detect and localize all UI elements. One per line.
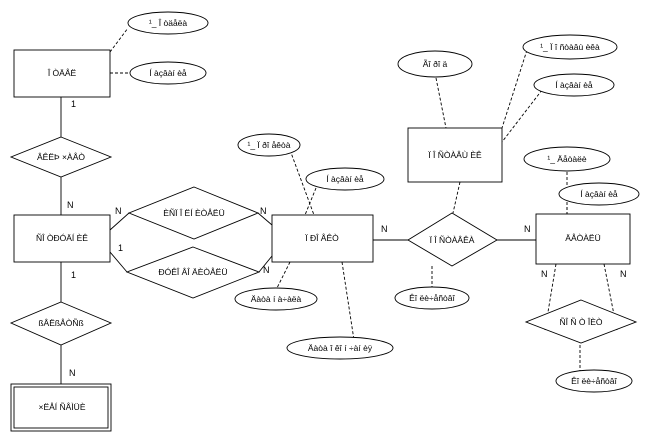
card-e2-r2: N — [115, 206, 122, 216]
attr-detal-key[interactable] — [523, 146, 611, 172]
card-e6-r6-right: N — [620, 269, 627, 279]
card-e4-r5: N — [381, 224, 388, 234]
relationship-yavlyaetsya-label: ßÂËßÅÒÑß — [38, 318, 83, 328]
relationship-postavka[interactable] — [407, 212, 498, 267]
entity-proekt[interactable] — [271, 214, 374, 263]
card-e6-r5: N — [524, 224, 531, 234]
attr-proekt-start-label: Äàòà í à÷àëà — [251, 294, 302, 304]
attr-sostoit-qty[interactable] — [555, 369, 633, 393]
link-e4-name — [304, 187, 317, 216]
attr-proekt-key[interactable] — [237, 133, 301, 157]
attr-postavshik-name[interactable] — [533, 73, 615, 97]
relationship-vklyuchaet[interactable] — [9, 136, 113, 178]
attr-proekt-name[interactable] — [305, 167, 385, 191]
entity-otdel-label: Î ÒÄÅË — [47, 68, 77, 78]
card-e2-r3: 1 — [118, 243, 123, 253]
attr-sostoit-qty-label: Êî ëè÷åñòâî — [571, 376, 617, 386]
relationship-vklyuchaet-label: ÂÊËÞ ×ÀÅÒ — [37, 152, 85, 162]
attr-postavshik-city-label: Ãî ðî ä — [423, 59, 448, 69]
link-e5-name — [501, 89, 543, 143]
attr-otdel-name-label: Í àçâàí èå — [149, 68, 187, 78]
relationship-ispolnitel-label: ÈÑÏ Î ËÍ ÈÒÅËÜ — [163, 208, 224, 218]
attr-postavshik-key-label: ¹_ Ï î ñòàâù èêà — [540, 42, 600, 52]
attr-proekt-key-label: ¹_ Ï ðî åêòà — [247, 140, 290, 150]
attr-proekt-end-label: Äàòà î êî í ÷àí èÿ — [308, 343, 373, 353]
card-r4-e3: N — [69, 368, 76, 378]
entity-proekt-label: Ï ÐÎ ÅÊÒ — [305, 233, 339, 243]
link-e1-key — [109, 27, 129, 53]
entity-detal[interactable] — [535, 213, 631, 265]
entity-sotrudnik[interactable] — [13, 214, 111, 263]
attr-postavka-qty[interactable] — [394, 286, 470, 310]
link-r3-e4 — [258, 255, 273, 273]
link-e5-city — [435, 77, 447, 129]
attr-detal-name[interactable] — [558, 182, 640, 206]
attr-detal-name-label: Í àçâàí èå — [580, 189, 618, 199]
card-e2-r4: 1 — [71, 270, 76, 280]
entity-sotrudnik-label: ÑÎ ÒÐÓÄÍ ÈÊ — [36, 233, 88, 243]
attr-proekt-name-label: Í àçâàí èå — [326, 174, 364, 184]
entity-chlen-semi-label: ×ËÅÍ ÑÅÌÜÈ — [38, 402, 85, 412]
card-r1-e2: N — [67, 200, 74, 210]
attr-proekt-end[interactable] — [286, 336, 394, 360]
link-e5-r5 — [452, 181, 461, 214]
attr-postavshik-key[interactable] — [522, 34, 618, 60]
link-e5-key — [501, 49, 528, 129]
link-e4-end — [341, 261, 355, 341]
relationship-sostoit[interactable] — [524, 299, 638, 344]
relationship-sostoit-label: ÑÎ Ñ Ò ÎÈÒ — [560, 317, 603, 327]
card-e1-r1: 1 — [71, 99, 76, 109]
entity-detal-label: ÄÅÒÀËÜ — [565, 233, 600, 243]
card-e4-r2: N — [260, 206, 267, 216]
card-e4-r3: N — [263, 265, 270, 275]
attr-postavshik-city[interactable] — [397, 50, 473, 78]
attr-otdel-key[interactable] — [127, 11, 209, 35]
attr-postavshik-name-label: Í àçâàí èå — [555, 80, 593, 90]
link-e2-r3 — [109, 251, 128, 273]
relationship-yavlyaetsya[interactable] — [9, 301, 113, 346]
attr-detal-key-label: ¹_ Äåòàëè — [547, 154, 586, 164]
entity-postavshik[interactable] — [407, 127, 503, 183]
entity-chlen-semi — [13, 386, 109, 429]
attr-otdel-key-label: ¹_ Î òäåëà — [149, 18, 188, 28]
attr-otdel-name[interactable] — [129, 61, 207, 85]
entity-postavshik-label: Ï Î ÑÒÀÂÙ ÈÊ — [428, 150, 482, 160]
attr-postavka-qty-label: Êî ëè÷åñòâî — [409, 293, 455, 303]
link-e2-r2 — [109, 212, 130, 231]
relationship-postavka-label: Ï Î ÑÒÀÂÊÀ — [430, 235, 475, 245]
attr-proekt-start[interactable] — [234, 287, 318, 311]
link-r2-e4 — [257, 212, 273, 226]
link-e4-start — [275, 261, 291, 291]
entity-otdel[interactable] — [13, 49, 111, 98]
relationship-rukovoditel[interactable] — [125, 246, 261, 299]
relationship-ispolnitel[interactable] — [127, 186, 260, 240]
link-e4-key — [289, 149, 315, 216]
relationship-rukovoditel-label: ÐÓÊÎ ÂÎ ÄÈÒÅËÜ — [159, 267, 228, 277]
card-e6-r6-left: N — [541, 269, 548, 279]
